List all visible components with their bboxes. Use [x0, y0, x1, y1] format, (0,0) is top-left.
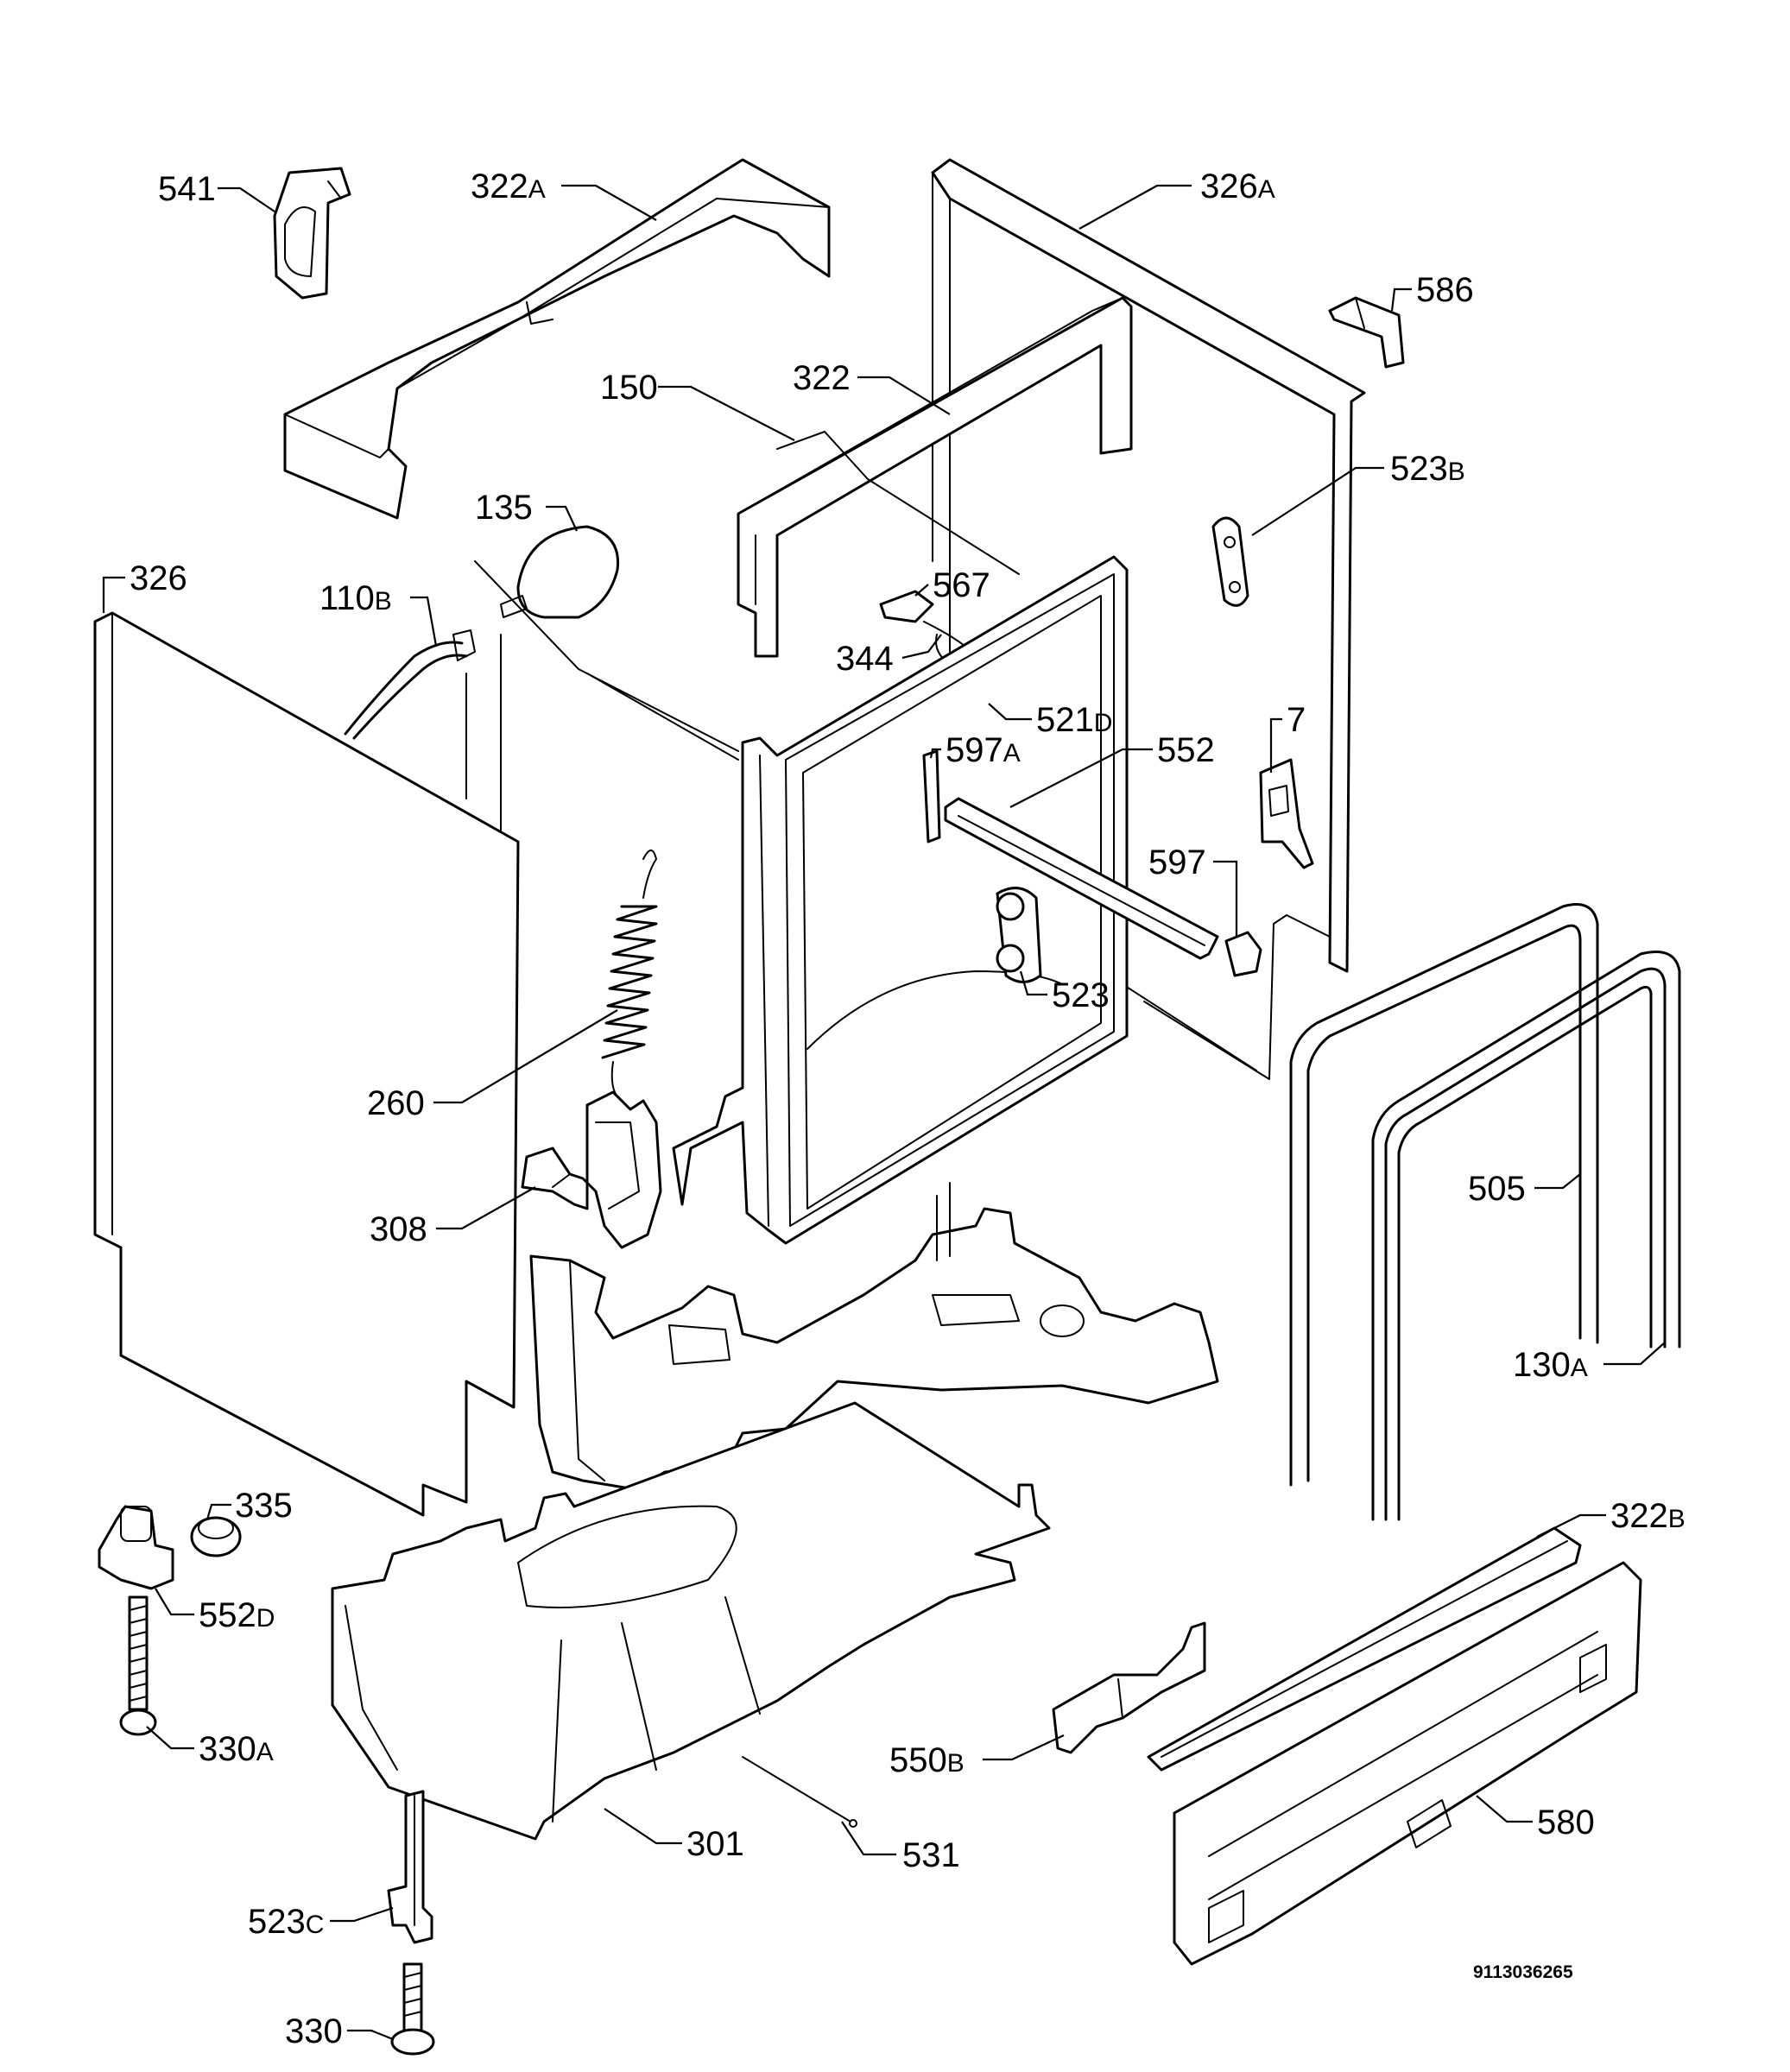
label-326a: 326A — [1200, 167, 1275, 205]
label-150: 150 — [600, 369, 658, 407]
part-130a-door-seal — [1371, 951, 1681, 1521]
part-523c-hinge — [387, 1790, 433, 1944]
label-523: 523 — [1052, 976, 1110, 1014]
part-135-dispenser — [500, 525, 620, 619]
part-301-tray — [331, 1401, 1051, 1841]
label-344: 344 — [836, 640, 894, 678]
part-335-gear — [190, 1516, 242, 1557]
label-335: 335 — [235, 1487, 293, 1525]
part-322b-beam — [1147, 1526, 1582, 1772]
label-552d: 552D — [199, 1596, 275, 1634]
label-301: 301 — [686, 1825, 744, 1863]
part-523-valves — [996, 887, 1042, 983]
label-552: 552 — [1157, 731, 1215, 769]
label-326: 326 — [130, 559, 187, 597]
label-322b: 322B — [1610, 1497, 1686, 1535]
part-541-clip — [273, 167, 351, 300]
label-7: 7 — [1287, 701, 1306, 739]
label-523c: 523C — [248, 1903, 324, 1941]
part-550b-bracket — [1052, 1621, 1206, 1754]
part-586-bracket — [1328, 296, 1405, 369]
part-322a-beam — [283, 158, 831, 520]
part-330-screw — [390, 1962, 435, 2056]
part-330a-screw — [119, 1595, 157, 1736]
label-135: 135 — [475, 489, 533, 527]
label-531: 531 — [902, 1836, 960, 1874]
label-130a: 130A — [1513, 1346, 1588, 1384]
part-labels: 541 322A 326A 586 150 322 523B 135 326 1… — [130, 167, 1686, 2050]
part-150-tub — [465, 431, 1020, 881]
label-110b: 110B — [319, 579, 392, 617]
leader-lines — [102, 184, 1666, 2041]
label-521d: 521D — [1036, 701, 1112, 739]
part-7-hinge — [1259, 758, 1314, 869]
label-586: 586 — [1416, 271, 1474, 309]
label-322a: 322A — [471, 167, 546, 205]
label-523b: 523B — [1390, 450, 1465, 488]
label-597: 597 — [1148, 843, 1206, 881]
part-552d-motor — [98, 1505, 174, 1590]
label-260: 260 — [367, 1084, 425, 1122]
label-308: 308 — [370, 1210, 427, 1248]
part-260-spring — [601, 850, 658, 1102]
part-326-side-panel — [93, 611, 520, 1517]
document-number: 9113036265 — [1473, 1962, 1573, 1982]
part-523b-grommet — [1211, 516, 1249, 607]
part-322-frame — [737, 296, 1133, 658]
part-door-frame — [672, 555, 1129, 1245]
part-597-clip — [1224, 931, 1262, 977]
label-330a: 330A — [199, 1730, 274, 1768]
label-597a: 597A — [946, 731, 1021, 769]
label-580: 580 — [1537, 1804, 1595, 1841]
part-580-kickplate — [1173, 1561, 1642, 1966]
label-550b: 550B — [889, 1741, 965, 1779]
part-308-lock-assembly — [521, 1090, 662, 1249]
label-322: 322 — [793, 359, 851, 397]
label-505: 505 — [1468, 1170, 1526, 1208]
part-552-rail — [944, 797, 1219, 960]
part-110b-hose — [344, 629, 476, 740]
label-567: 567 — [933, 566, 990, 604]
part-505-door-seal — [1289, 903, 1599, 1487]
label-541: 541 — [158, 170, 216, 208]
label-330: 330 — [285, 2012, 343, 2050]
part-531-rod — [742, 1756, 857, 1828]
